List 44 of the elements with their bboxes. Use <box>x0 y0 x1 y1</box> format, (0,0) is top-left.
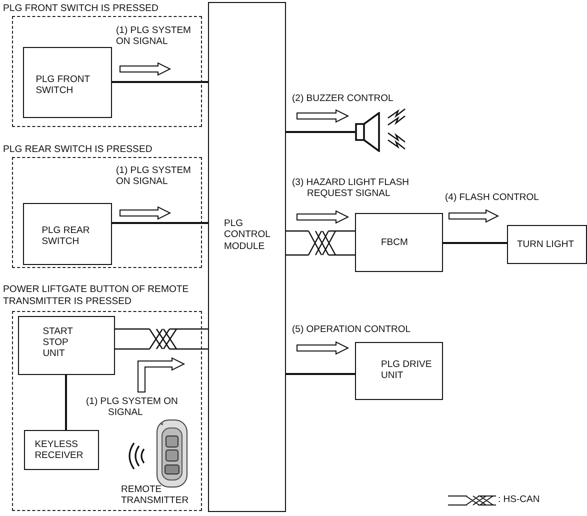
signal-arrow <box>138 357 186 392</box>
wire-line <box>65 375 67 430</box>
wire-line <box>112 81 208 83</box>
component-label: PLG CONTROL MODULE <box>224 218 272 252</box>
component-label: PLG FRONT SWITCH <box>36 74 91 96</box>
component-label: FBCM <box>381 237 409 248</box>
group-heading: POWER LIFTGATE BUTTON OF REMOTE TRANSMITTER IS PRESSED <box>3 284 190 307</box>
signal-arrow <box>120 62 172 76</box>
component-label: PLG REAR SWITCH <box>42 224 91 248</box>
edge-label: (3) HAZARD LIGHT FLASH REQUEST SIGNAL <box>292 177 410 200</box>
component-box <box>208 2 286 512</box>
component-label: REMOTE TRANSMITTER <box>121 484 190 507</box>
signal-arrow <box>296 341 350 355</box>
edge-label: (1) PLG SYSTEM ON SIGNAL <box>116 165 192 188</box>
component-box <box>22 202 112 265</box>
signal-arrow <box>448 209 500 223</box>
signal-arrow <box>296 109 350 123</box>
component-box <box>355 342 443 400</box>
twisted-pair-line <box>285 230 356 256</box>
edge-label: (2) BUZZER CONTROL <box>292 93 394 104</box>
component-label: PLG DRIVE UNIT <box>381 359 433 382</box>
group-heading: PLG REAR SWITCH IS PRESSED <box>3 144 154 156</box>
edge-label: (1) PLG SYSTEM ON SIGNAL <box>116 25 192 48</box>
component-box <box>22 46 112 118</box>
speaker-symbol <box>355 112 380 152</box>
wire-line <box>286 373 355 375</box>
wire-line <box>286 131 355 133</box>
component-label: START STOP UNIT <box>42 326 74 360</box>
component-label: KEYLESS RECEIVER <box>34 438 84 462</box>
component-label: TURN LIGHT <box>517 239 575 250</box>
component-box <box>18 316 115 375</box>
edge-label: (4) FLASH CONTROL <box>445 192 540 204</box>
edge-label: (5) OPERATION CONTROL <box>292 324 412 336</box>
wire-line <box>112 222 208 224</box>
component-box <box>355 213 443 272</box>
signal-arrow <box>296 210 350 224</box>
wire-line <box>443 242 507 244</box>
edge-label: (1) PLG SYSTEM ON SIGNAL <box>86 396 179 419</box>
component-box <box>24 430 99 470</box>
group-heading: PLG FRONT SWITCH IS PRESSED <box>3 3 160 14</box>
component-box <box>507 225 587 264</box>
twisted-pair-line <box>114 328 209 350</box>
signal-arrow <box>120 206 172 220</box>
legend-label: : HS-CAN <box>498 494 540 506</box>
